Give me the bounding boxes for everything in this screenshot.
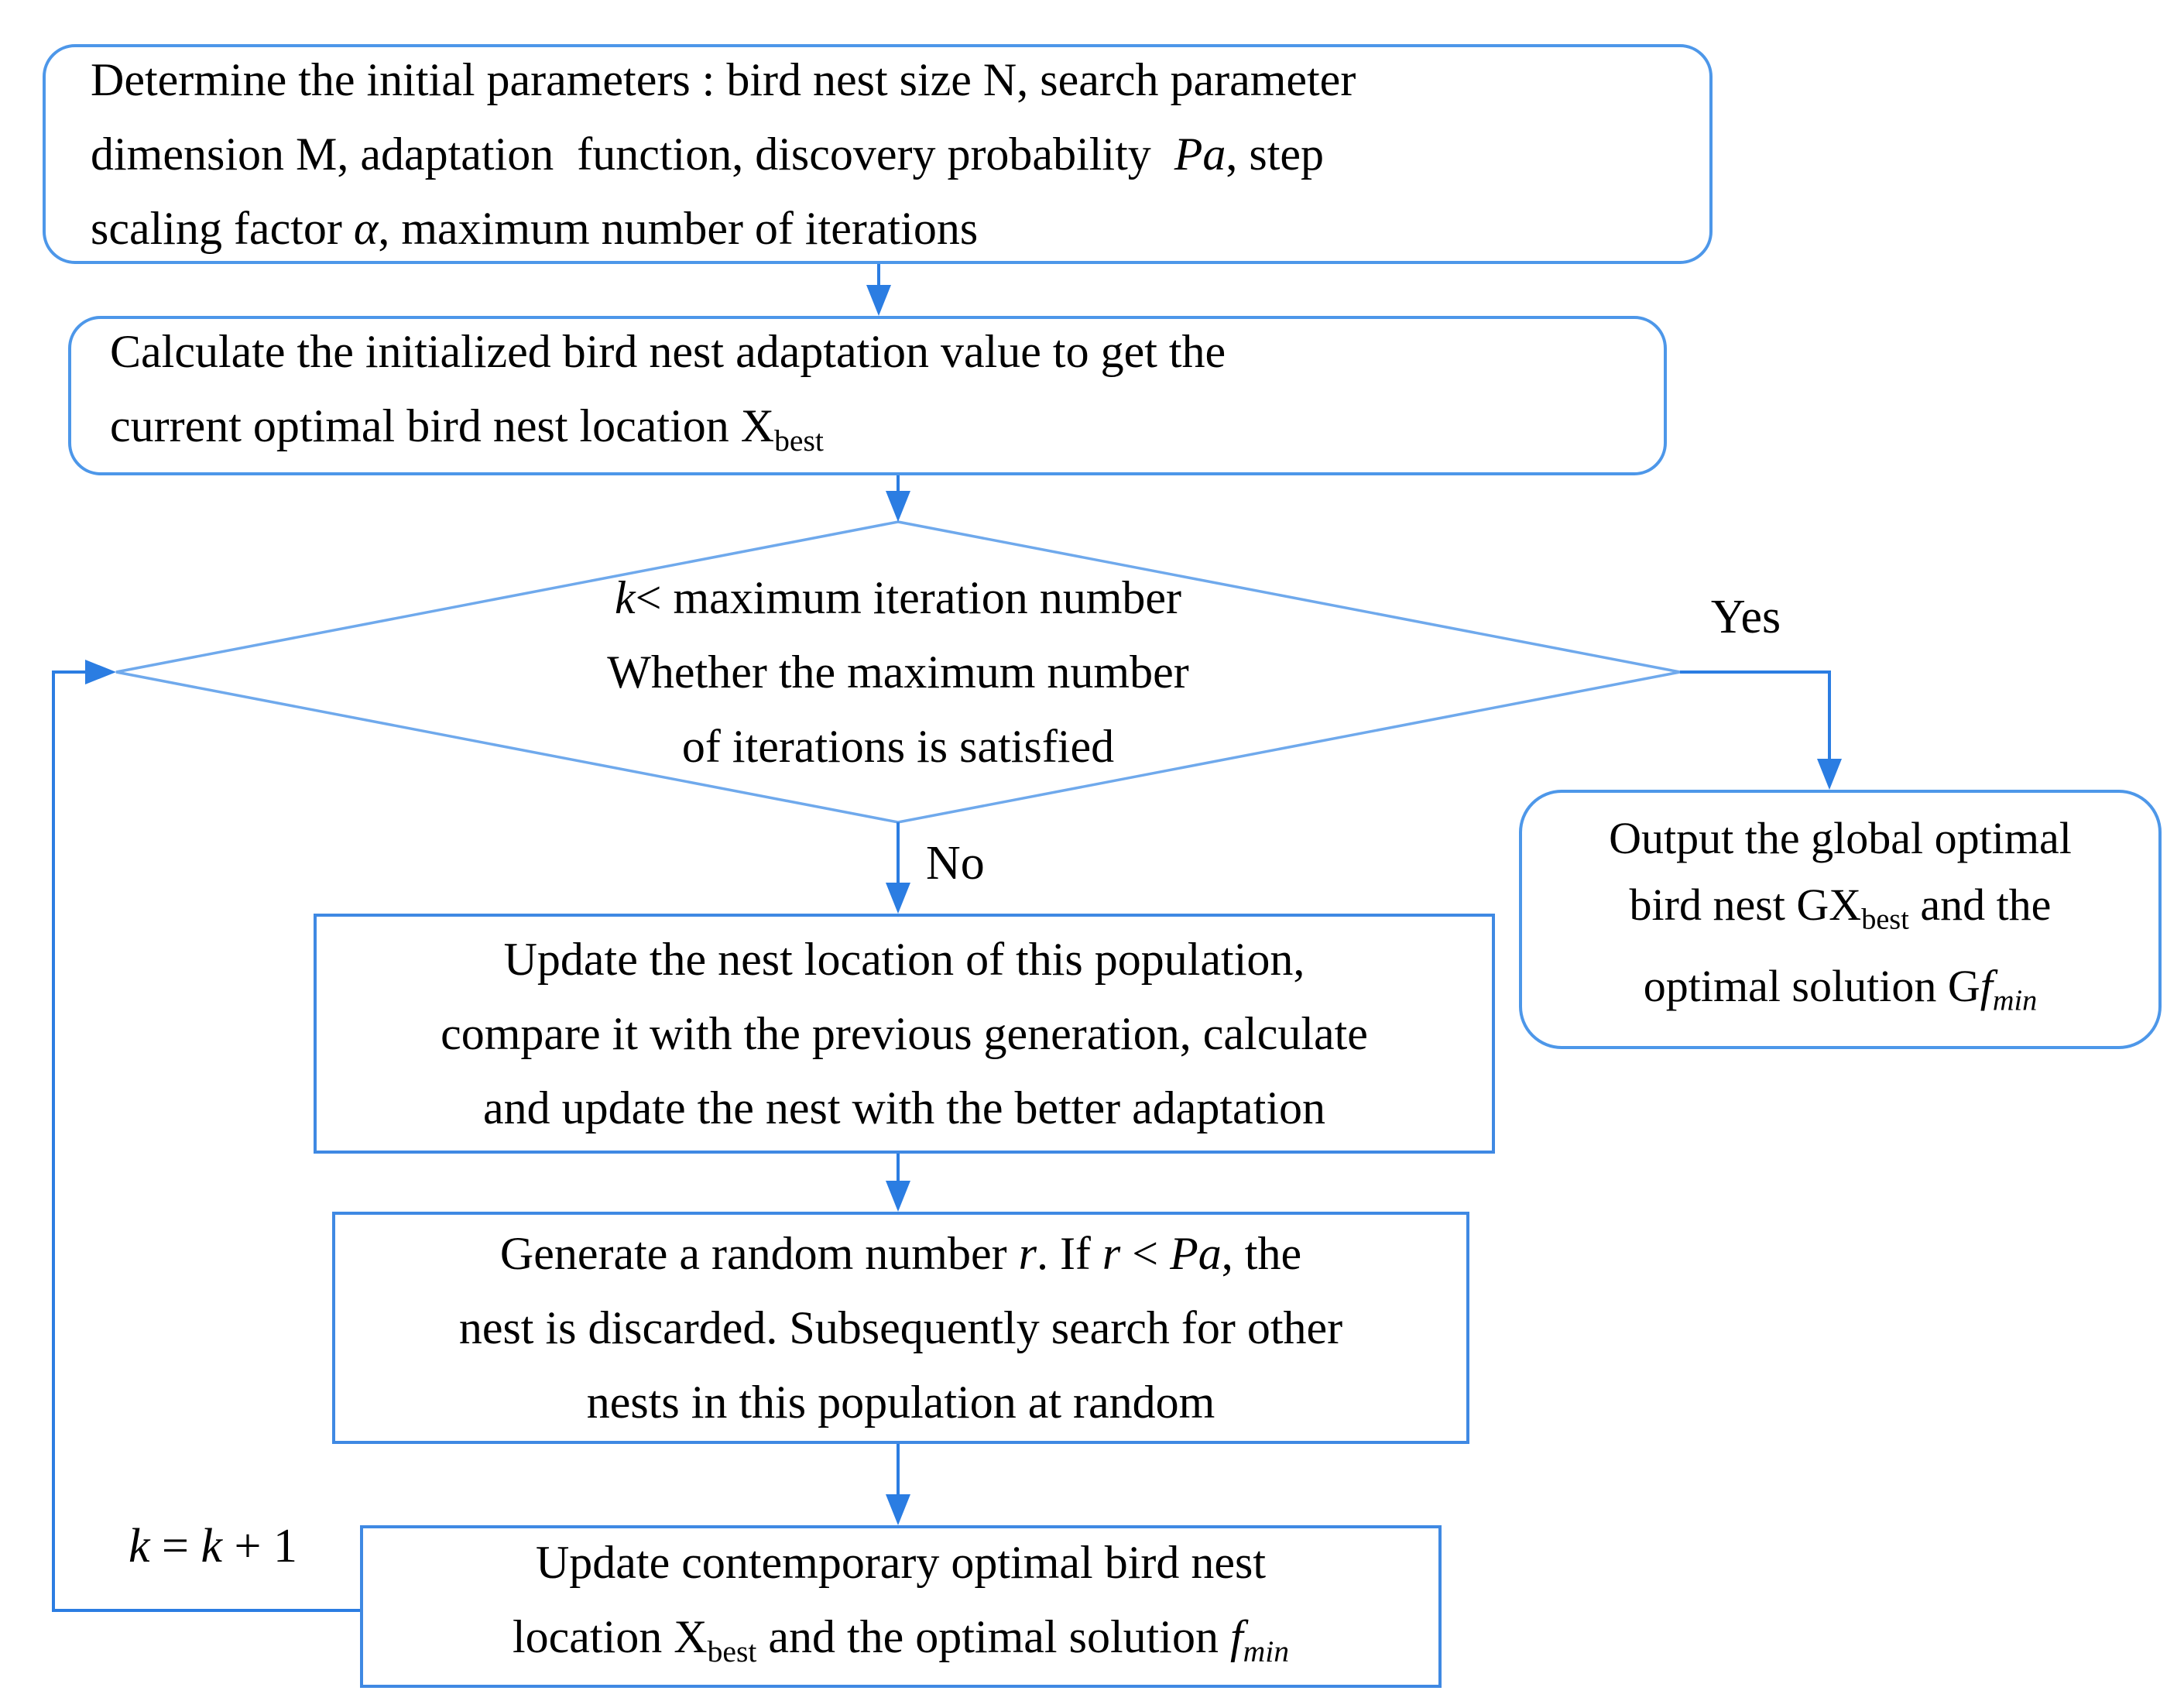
update-best-line-1: Update contemporary optimal bird nest bbox=[386, 1525, 1415, 1600]
output-line-2: bird nest GXbest and the bbox=[1536, 872, 2145, 952]
increment-label: k = k + 1 bbox=[77, 1519, 348, 1573]
text-segment: dimension M, adaptation function, discov… bbox=[91, 129, 1174, 180]
text-segment: location X bbox=[512, 1610, 708, 1662]
text-segment: < bbox=[1120, 1228, 1171, 1279]
subscript-best: best bbox=[774, 423, 824, 458]
text-segment: Calculate the initialized bird nest adap… bbox=[110, 325, 1226, 377]
text-segment: nests in this population at random bbox=[586, 1377, 1215, 1428]
random-search-box: Generate a random number r. If r < Pa, t… bbox=[332, 1212, 1469, 1444]
text-segment: Determine the initial parameters : bird … bbox=[91, 54, 1356, 105]
init-line-1: Determine the initial parameters : bird … bbox=[91, 43, 1665, 117]
text-segment: Whether the maximum number bbox=[607, 646, 1189, 698]
text-segment: nest is discarded. Subsequently search f… bbox=[458, 1302, 1343, 1353]
update-nest-line-1: Update the nest location of this populat… bbox=[332, 922, 1476, 996]
text-segment: bird nest GX bbox=[1629, 880, 1862, 931]
text-segment: No bbox=[926, 837, 985, 890]
arrow-yes-to-output bbox=[1680, 670, 1842, 790]
math-symbol-f: f bbox=[1980, 960, 1993, 1011]
text-segment: current optimal bird nest location X bbox=[110, 400, 775, 451]
decision-line-2: Whether the maximum number bbox=[356, 635, 1440, 709]
text-segment: = bbox=[149, 1520, 201, 1572]
text-segment: Yes bbox=[1710, 591, 1781, 643]
output-line-1: Output the global optimal bbox=[1536, 805, 2145, 872]
text-segment: scaling factor bbox=[91, 203, 354, 254]
subscript-best: best bbox=[707, 1634, 757, 1668]
subscript-min: min bbox=[1243, 1634, 1290, 1668]
yes-branch-label: Yes bbox=[1672, 590, 1819, 644]
update-nest-box: Update the nest location of this populat… bbox=[314, 914, 1495, 1154]
subscript-best: best bbox=[1861, 903, 1909, 936]
calc-adaptation-box: Calculate the initialized bird nest adap… bbox=[68, 316, 1667, 475]
math-symbol-k: k bbox=[615, 572, 636, 623]
math-symbol-pa: Pa bbox=[1174, 129, 1226, 180]
text-segment: compare it with the previous generation,… bbox=[441, 1008, 1368, 1059]
text-segment: + 1 bbox=[222, 1520, 297, 1572]
random-line-3: nests in this population at random bbox=[351, 1365, 1451, 1439]
calc-line-2: current optimal bird nest location Xbest bbox=[110, 389, 1625, 478]
random-line-2: nest is discarded. Subsequently search f… bbox=[351, 1291, 1451, 1365]
decision-diamond-text: k< maximum iteration number Whether the … bbox=[356, 561, 1440, 784]
update-nest-line-3: and update the nest with the better adap… bbox=[332, 1071, 1476, 1145]
math-symbol-k: k bbox=[201, 1520, 223, 1572]
update-best-box: Update contemporary optimal bird nest lo… bbox=[360, 1525, 1442, 1688]
init-line-3: scaling factor α, maximum number of iter… bbox=[91, 191, 1665, 266]
text-segment: , step bbox=[1226, 129, 1325, 180]
math-symbol-r: r bbox=[1018, 1228, 1037, 1279]
text-segment: Update the nest location of this populat… bbox=[503, 934, 1305, 985]
no-branch-label: No bbox=[926, 836, 1065, 890]
text-segment: optimal solution G bbox=[1643, 960, 1980, 1011]
math-symbol-f: f bbox=[1229, 1610, 1243, 1662]
text-segment: . If bbox=[1036, 1228, 1102, 1279]
output-result-box: Output the global optimal bird nest GXbe… bbox=[1519, 790, 2162, 1049]
random-line-1: Generate a random number r. If r < Pa, t… bbox=[351, 1216, 1451, 1291]
init-parameters-box: Determine the initial parameters : bird … bbox=[43, 44, 1713, 264]
math-symbol-alpha: α bbox=[353, 203, 379, 254]
update-nest-line-2: compare it with the previous generation,… bbox=[332, 996, 1476, 1071]
loop-back-arrow bbox=[52, 660, 360, 1612]
text-segment: , maximum number of iterations bbox=[378, 203, 979, 254]
update-best-line-2: location Xbest and the optimal solution … bbox=[386, 1600, 1415, 1689]
init-line-2: dimension M, adaptation function, discov… bbox=[91, 117, 1665, 191]
math-symbol-k: k bbox=[129, 1520, 150, 1572]
text-segment: Output the global optimal bbox=[1609, 813, 2072, 864]
output-line-3: optimal solution Gfmin bbox=[1536, 953, 2145, 1034]
subscript-min: min bbox=[1992, 983, 2038, 1017]
text-segment: Generate a random number bbox=[499, 1228, 1019, 1279]
text-segment: and the optimal solution bbox=[756, 1610, 1230, 1662]
math-symbol-r: r bbox=[1102, 1228, 1121, 1279]
text-segment: and the bbox=[1908, 880, 2052, 931]
decision-line-3: of iterations is satisfied bbox=[356, 709, 1440, 784]
text-segment: Update contemporary optimal bird nest bbox=[535, 1536, 1267, 1588]
text-segment: , the bbox=[1221, 1228, 1302, 1279]
text-segment: and update the nest with the better adap… bbox=[483, 1082, 1325, 1133]
decision-line-1: k< maximum iteration number bbox=[356, 561, 1440, 635]
calc-line-1: Calculate the initialized bird nest adap… bbox=[110, 314, 1625, 389]
text-segment: of iterations is satisfied bbox=[681, 721, 1115, 772]
text-segment: < maximum iteration number bbox=[635, 572, 1181, 623]
math-symbol-pa: Pa bbox=[1170, 1228, 1222, 1279]
